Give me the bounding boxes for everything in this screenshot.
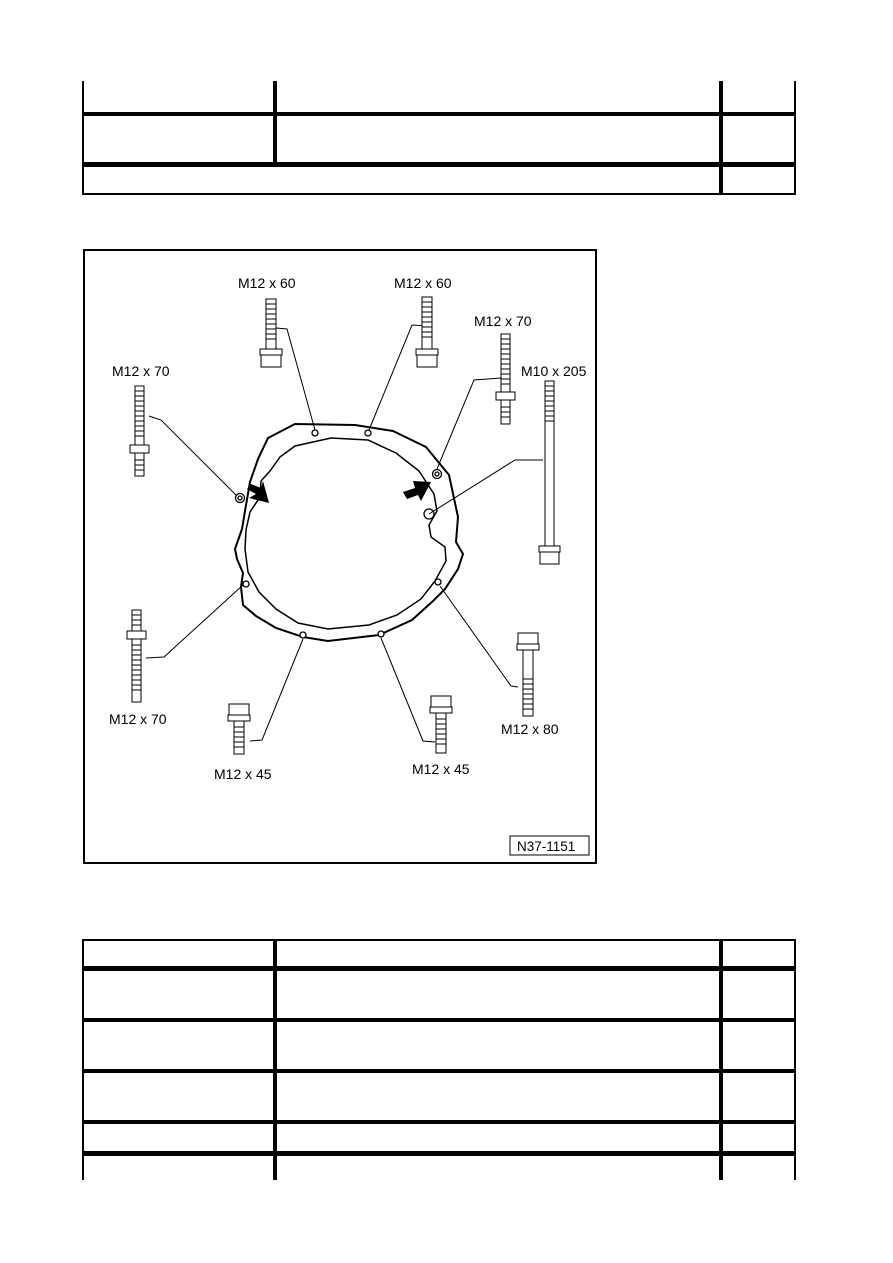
table-row-divider bbox=[82, 162, 796, 167]
bolt-icon bbox=[538, 380, 561, 565]
table-border bbox=[82, 939, 84, 1180]
flange-holes bbox=[234, 429, 443, 639]
table-border bbox=[719, 81, 723, 195]
bolt-icon bbox=[259, 298, 283, 368]
figure-code-box bbox=[509, 835, 590, 856]
arrow-left-icon bbox=[403, 481, 431, 501]
table-border bbox=[794, 939, 796, 1180]
bolt-label: M12 x 45 bbox=[214, 766, 272, 782]
flange-ring bbox=[233, 422, 465, 643]
table-row-divider bbox=[82, 193, 796, 195]
bolt-icon bbox=[516, 632, 540, 717]
figure-frame bbox=[83, 249, 597, 864]
table-border bbox=[719, 939, 723, 1180]
bolt-label: M10 x 205 bbox=[521, 363, 587, 379]
bolt-label: M12 x 70 bbox=[112, 363, 170, 379]
bolt-label: M12 x 60 bbox=[238, 275, 296, 291]
bolt-icon bbox=[126, 609, 147, 703]
table-border bbox=[794, 81, 796, 195]
bolt-label: M12 x 60 bbox=[394, 275, 452, 291]
bolt-label: M12 x 80 bbox=[501, 721, 559, 737]
figure-code: N37-1151 bbox=[517, 839, 575, 854]
bolt-icon bbox=[227, 703, 251, 755]
table-border bbox=[82, 81, 84, 195]
bolt-icon bbox=[129, 385, 150, 477]
table-row-divider bbox=[82, 939, 796, 941]
bolt-label: M12 x 45 bbox=[412, 761, 470, 777]
arrow-right-icon bbox=[247, 481, 269, 503]
bolt-icon bbox=[429, 695, 453, 754]
table-row-divider bbox=[82, 1120, 796, 1124]
table-border bbox=[273, 81, 277, 165]
table-row-divider bbox=[82, 112, 796, 116]
table-row-divider bbox=[82, 966, 796, 971]
table-border bbox=[273, 939, 277, 1180]
table-row-divider bbox=[82, 1069, 796, 1073]
table-row-divider bbox=[82, 1151, 796, 1156]
table-row-divider bbox=[82, 1018, 796, 1022]
bolt-icon bbox=[495, 333, 516, 425]
bolt-diagram-figure: M12 x 60 M12 x 60 M12 x 70 M10 x 205 M12… bbox=[83, 249, 597, 864]
bolt-label: M12 x 70 bbox=[474, 313, 532, 329]
bolt-icon bbox=[415, 296, 439, 368]
bolt-label: M12 x 70 bbox=[109, 711, 167, 727]
